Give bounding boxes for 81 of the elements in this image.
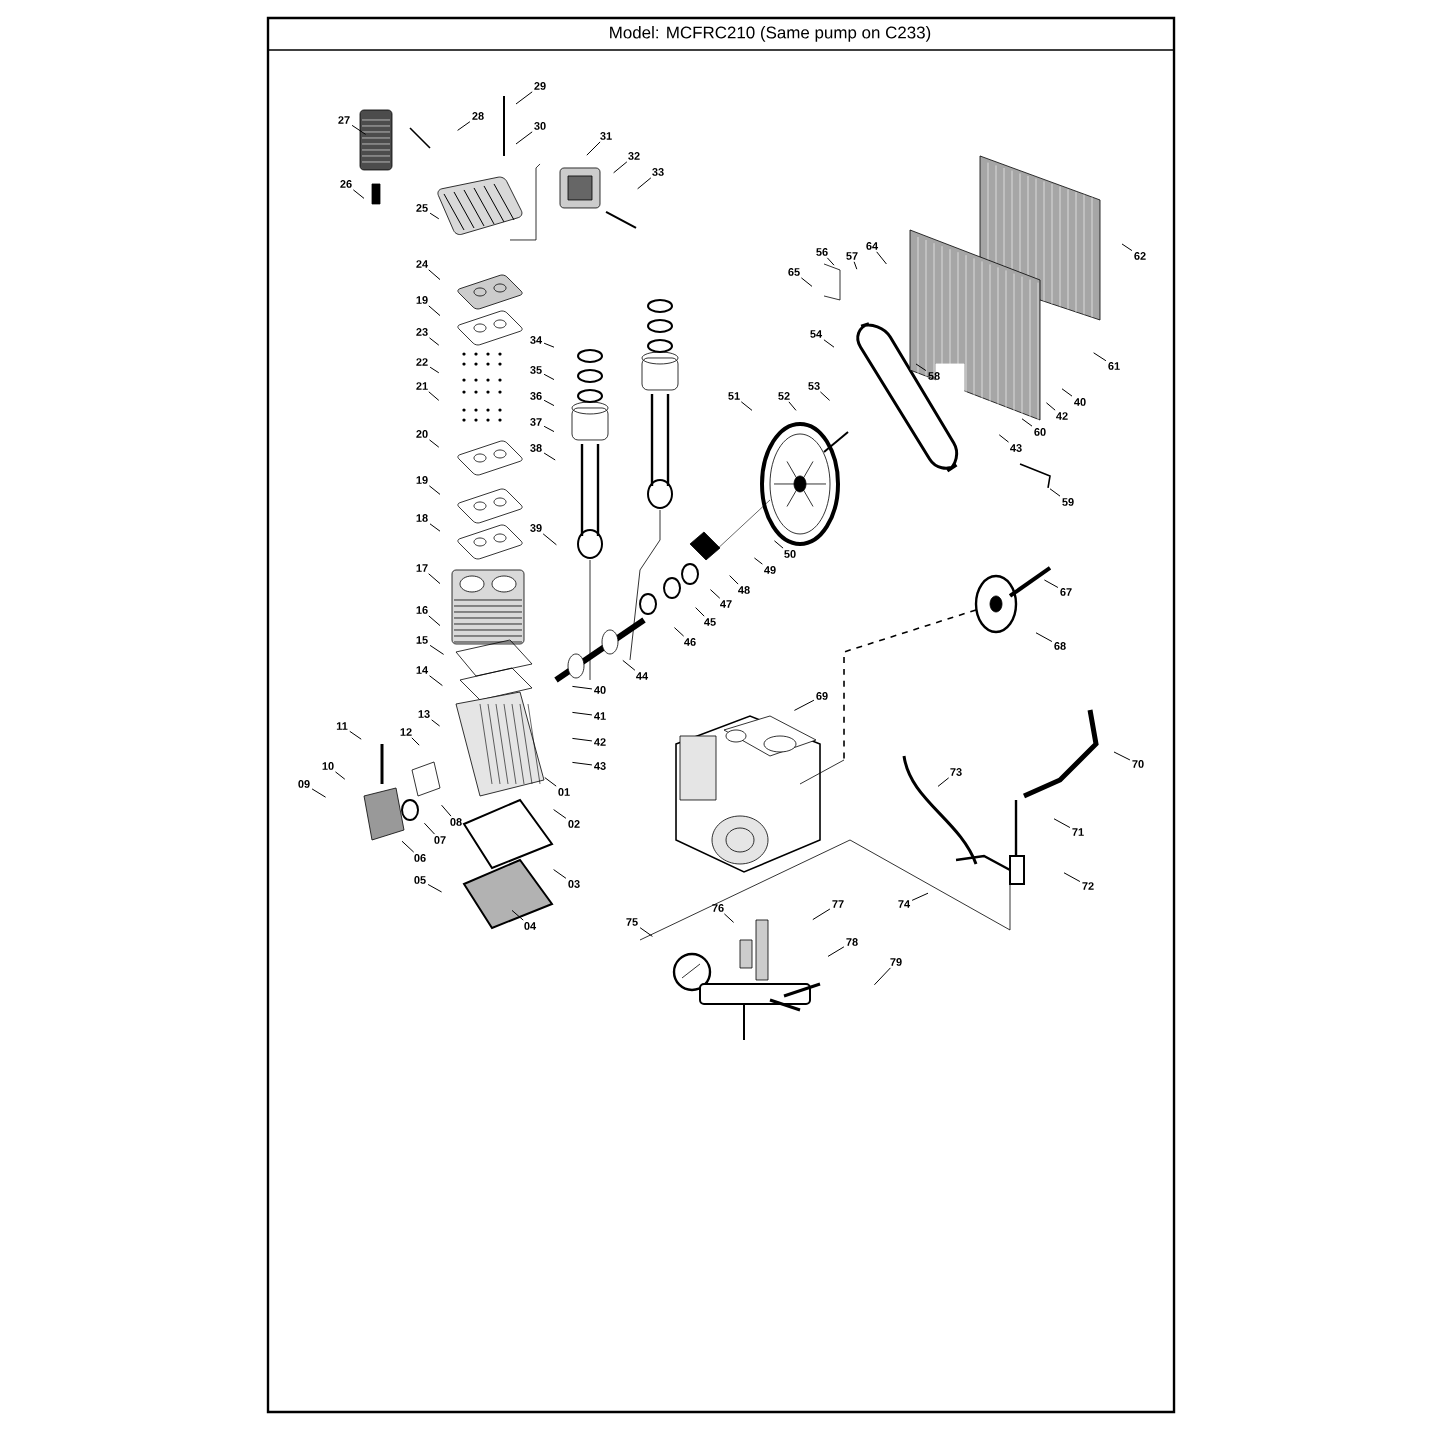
leader-line [911,892,929,901]
leader-line [1045,402,1056,411]
leader-line [1043,579,1059,588]
leader-line [429,366,440,374]
leader-line [915,363,927,372]
leader-line [428,615,441,627]
leader-line [429,212,440,220]
leader-line [819,391,831,401]
leader-line [335,771,346,780]
leader-line [873,967,891,986]
leader-line [1113,751,1131,761]
leader-line [543,452,556,461]
leader-line [428,269,441,281]
leader-line [876,251,887,265]
leader-line [553,869,567,879]
leader-line [1049,488,1061,497]
leader-line [823,339,835,348]
leader-line [709,589,721,599]
leader-line [1061,388,1073,397]
leader-line [352,189,365,199]
leader-line [723,913,735,923]
leader-line [349,730,362,740]
leader-line [428,573,441,585]
leader-line [571,685,593,690]
leader-line [1121,243,1133,252]
leader-line [998,434,1010,443]
leader-line [695,607,705,617]
leader-line [457,121,471,131]
leader-line [1093,352,1107,362]
leader-line [511,909,524,921]
leader-line [853,261,858,270]
leader-line [542,533,557,546]
leader-line [351,124,367,135]
leader-line [773,540,784,549]
leader-line [429,523,441,532]
leader-line [411,737,420,746]
leader-line [423,822,436,835]
leader-line [740,401,753,411]
leader-line [753,557,763,565]
leader-line [571,737,593,742]
leader-line [515,91,533,105]
leader-line [428,391,440,401]
leader-line [613,161,628,174]
leader-line [429,644,445,655]
leader-line [428,485,441,495]
leader-line [788,401,797,411]
leader-line [729,575,739,585]
leader-line [429,439,440,448]
leader-line [429,337,440,346]
leader-line [622,659,636,671]
leader-line [428,305,441,317]
leader-line [586,141,601,156]
leader-line [543,373,555,381]
leader-line [515,131,533,145]
leader-line [544,777,557,787]
leader-line [543,342,555,348]
leader-line [673,627,685,637]
leader-line [937,777,950,787]
leader-line [1063,872,1081,883]
title: Model: MCFRC210 (Same pump on C233) [610,26,931,42]
leader-line [543,425,555,433]
leader-line [812,908,831,921]
leader-line [1035,632,1053,643]
leader-line [639,927,653,937]
leader-line [793,699,815,711]
leader-line [826,257,835,266]
leader-line [571,761,593,766]
leader-line [427,884,443,893]
leader-line [1021,418,1033,427]
leader-line [571,711,593,716]
leader-line [311,788,327,798]
leader-line [429,675,443,687]
leader-line [637,177,652,190]
leader-line [401,840,415,853]
leader-line [543,399,555,407]
leader-line [827,946,845,957]
leader-line [553,809,567,819]
leader-line [800,277,813,287]
leader-line [1053,818,1071,829]
leader-line [431,719,441,727]
leader-line [441,804,452,817]
